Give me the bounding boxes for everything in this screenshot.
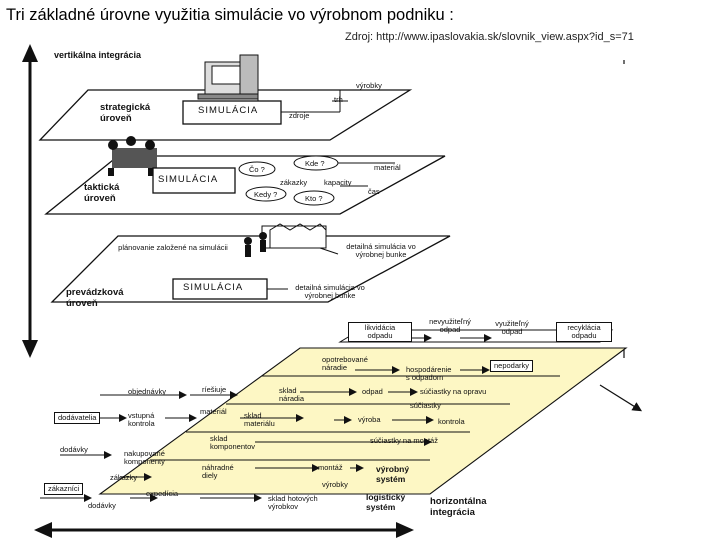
log-processing-2: náradie <box>322 363 348 372</box>
log-waste-mgmt-2: s odpadom <box>406 373 444 382</box>
log-orders: objednávky <box>128 387 166 396</box>
log-control: kontrola <box>438 417 465 426</box>
log-waste: odpad <box>362 387 383 396</box>
tactical-orders: zákazky <box>280 178 308 187</box>
log-spare-1: náhradné <box>202 463 234 472</box>
log-prod-system-2: systém <box>376 474 406 484</box>
log-parts-assembly: súčiastky na montáž <box>370 436 438 445</box>
strategic-simulation: SIMULÁCIA <box>198 105 259 116</box>
log-component-store-1: sklad <box>210 434 228 443</box>
operational-simulation: SIMULÁCIA <box>183 282 244 293</box>
log-products: výrobky <box>322 480 348 489</box>
log-production: výroba <box>358 415 381 424</box>
log-unused-waste: nevyužiteľný odpad <box>429 317 471 334</box>
log-processing-1: opotrebované <box>322 355 368 364</box>
operational-detail-cell-2: detailná simulácia vo výrobnej bunke <box>295 283 365 300</box>
horizontal-axis-label-2: integrácia <box>430 507 475 518</box>
tactical-simulation: SIMULÁCIA <box>158 174 219 185</box>
operational-planning-note: plánovanie založené na simulácii <box>118 243 228 252</box>
log-customers: zákazníci <box>44 483 84 495</box>
log-purchased-1: nakupované <box>124 449 165 458</box>
source-note: Zdroj: http://www.ipaslovakia.sk/slovnik… <box>345 31 634 43</box>
log-tool-store-1: sklad <box>279 386 297 395</box>
operational-detail-cell-1: detailná simulácia vo výrobnej bunke <box>346 242 416 259</box>
log-input-control-2: kontrola <box>128 419 155 428</box>
log-material-store-2: materiálu <box>244 419 275 428</box>
tactical-material: materiál <box>374 163 401 172</box>
strategic-level-line2: úroveň <box>100 113 132 124</box>
tactical-level-line1: taktická <box>84 182 120 193</box>
log-component-store-2: komponentov <box>210 442 256 451</box>
log-waste-mgmt-1: hospodárenie <box>406 365 452 374</box>
log-fg-store-2: výrobkov <box>268 502 299 511</box>
horizontal-axis-label-1: horizontálna <box>430 496 487 507</box>
tactical-what: Čo ? <box>249 165 265 174</box>
log-parts-short: súčiastky <box>410 401 441 410</box>
log-purchased-2: komponenty <box>124 457 165 466</box>
operational-level-line1: prevádzková <box>66 287 124 298</box>
tactical-who: Kto ? <box>305 194 323 203</box>
log-log-system-2: systém <box>366 502 396 512</box>
log-tool-store-2: náradia <box>279 394 305 403</box>
operational-plane <box>50 223 451 303</box>
strategic-plane <box>38 54 413 141</box>
vertical-axis <box>22 44 38 358</box>
slide-title: Tri základné úrovne využitia simulácie v… <box>6 6 454 24</box>
strategic-products: výrobky <box>356 81 382 90</box>
log-assembly: montáž <box>318 463 343 472</box>
log-spare-2: diely <box>202 471 218 480</box>
log-material-store-1: sklad <box>244 411 262 420</box>
log-suppliers: dodávatelia <box>54 412 101 424</box>
log-prod-system-1: výrobný <box>376 464 410 474</box>
operational-level-line2: úroveň <box>66 298 98 309</box>
log-spare-parts: nepodarky <box>490 360 534 372</box>
log-log-system-1: logistický <box>366 492 406 502</box>
log-parts-repair: súčiastky na opravu <box>420 387 487 396</box>
strategic-resources: zdroje <box>289 111 310 120</box>
log-material: materiál <box>200 407 227 416</box>
right-guides <box>599 60 643 412</box>
tactical-where: Kde ? <box>305 159 325 168</box>
log-deliveries-2: dodávky <box>88 501 116 510</box>
log-orders-2: zákazky <box>110 473 138 482</box>
tactical-time: čas <box>368 187 380 196</box>
strategic-level-line1: strategická <box>100 102 151 113</box>
tactical-when: Kedy ? <box>254 190 278 199</box>
log-deliveries-1: dodávky <box>60 445 88 454</box>
horizontal-axis <box>34 522 414 538</box>
strategic-market: trh <box>334 95 343 104</box>
log-fg-store-1: sklad hotových <box>268 494 318 503</box>
log-shipping: expedícia <box>146 489 179 498</box>
tactical-level-line2: úroveň <box>84 193 116 204</box>
log-liquidation: likvidácia odpadu <box>348 322 412 342</box>
log-input-control-1: vstupná <box>128 411 155 420</box>
log-recycling: recyklácia odpadu <box>556 322 612 342</box>
tactical-plane <box>44 136 446 215</box>
log-retests: ríešiuje <box>202 385 227 394</box>
tactical-capacities: kapacity <box>324 178 352 187</box>
vertical-axis-label: vertikálna integrácia <box>54 50 142 60</box>
log-usable-waste: využiteľný odpad <box>495 319 529 336</box>
